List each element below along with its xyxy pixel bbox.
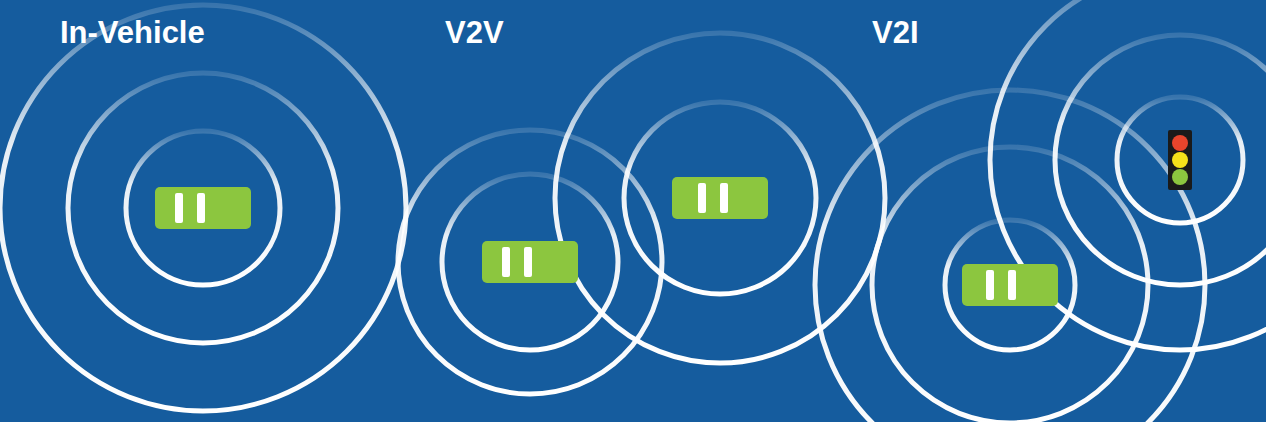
signal-ring xyxy=(1117,97,1243,223)
car-window xyxy=(720,183,728,213)
red-lamp xyxy=(1172,135,1188,151)
traffic-light-housing xyxy=(1168,130,1192,190)
traffic-light xyxy=(1168,130,1192,190)
car xyxy=(962,264,1058,306)
signal-ring xyxy=(126,131,280,285)
car-window xyxy=(524,247,532,277)
signal-ring xyxy=(872,147,1148,422)
car xyxy=(482,241,578,283)
car-body xyxy=(155,187,251,229)
car xyxy=(155,187,251,229)
car-body xyxy=(962,264,1058,306)
car-window xyxy=(197,193,205,223)
yellow-lamp xyxy=(1172,152,1188,168)
green-lamp xyxy=(1172,169,1188,185)
signal-ring xyxy=(442,174,618,350)
car-window xyxy=(502,247,510,277)
car-window xyxy=(698,183,706,213)
panel-heading: In-Vehicle xyxy=(60,17,205,48)
signal-ring xyxy=(815,90,1205,422)
car-window xyxy=(1008,270,1016,300)
car-window xyxy=(986,270,994,300)
signal-ring xyxy=(1055,35,1266,285)
signal-ring xyxy=(0,5,406,411)
car-body xyxy=(482,241,578,283)
car-body xyxy=(672,177,768,219)
car-window xyxy=(175,193,183,223)
signal-ring xyxy=(398,130,662,394)
panel-heading: V2I xyxy=(872,17,919,48)
signal-ring xyxy=(624,102,816,294)
panel-heading: V2V xyxy=(445,17,504,48)
car xyxy=(672,177,768,219)
signal-ring xyxy=(68,73,338,343)
